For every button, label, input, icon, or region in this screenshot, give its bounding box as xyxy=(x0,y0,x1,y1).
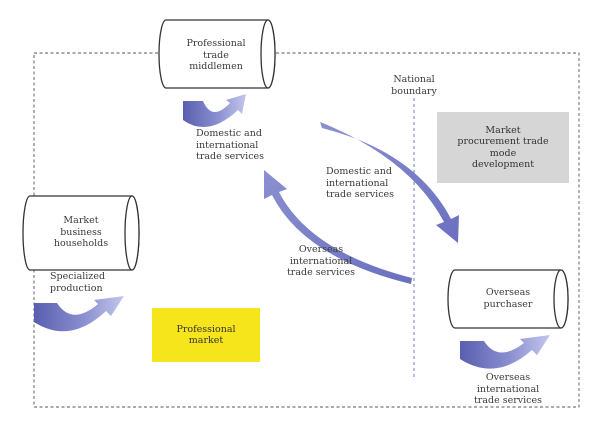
purchaser-label: Overseas purchaser xyxy=(483,287,533,310)
curl-arrow-households xyxy=(34,296,124,332)
domestic-trade-label: Domestic and international trade service… xyxy=(326,166,395,200)
boundary-label: National boundary xyxy=(391,74,437,97)
curl-arrow-middlemen xyxy=(183,94,246,128)
purchaser-service-label: Overseas international trade services xyxy=(473,372,542,406)
cylinder-middlemen xyxy=(158,19,276,89)
households-label: Market business households xyxy=(53,215,109,249)
procurement-box-label: Market procurement trade mode developmen… xyxy=(457,124,549,171)
overseas-trade-label: Overseas international trade services xyxy=(286,244,355,278)
national-boundary xyxy=(33,52,580,408)
professional-market-label: Professional market xyxy=(176,323,236,347)
procurement-box: Market procurement trade mode developmen… xyxy=(437,112,569,183)
cylinder-households xyxy=(22,195,140,271)
middlemen-service-label: Domestic and international trade service… xyxy=(196,128,265,162)
professional-market-box: Professional market xyxy=(152,308,260,362)
cylinder-purchaser xyxy=(447,269,569,329)
arrow-domestic-trade xyxy=(320,122,459,243)
households-service-label: Specialized production xyxy=(50,271,106,294)
middlemen-label: Professional trade middlemen xyxy=(186,38,246,72)
curl-arrow-purchaser xyxy=(460,335,550,369)
